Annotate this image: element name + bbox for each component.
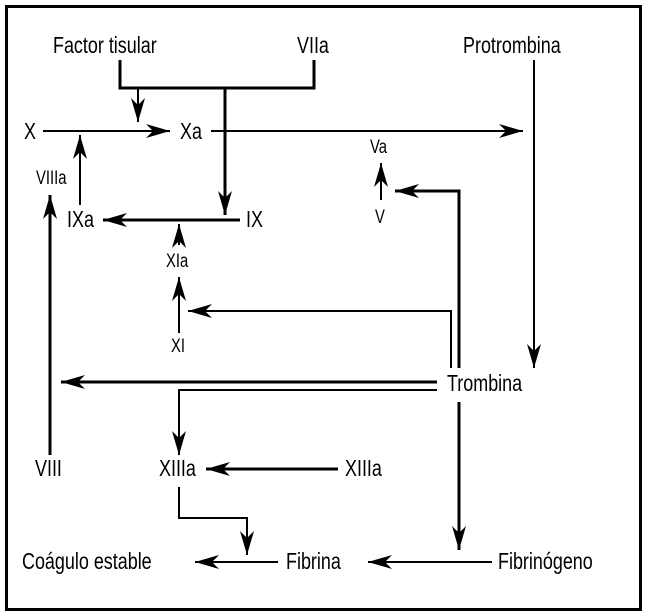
- node-ixa: IXa: [67, 206, 94, 232]
- node-fibrinogeno: Fibrinógeno: [498, 548, 593, 574]
- edge-trombina-to-va: [395, 184, 461, 368]
- node-fibrina: Fibrina: [286, 548, 341, 574]
- edge-trombina-to-xia: [188, 304, 452, 368]
- diagram-frame: [5, 5, 642, 611]
- node-x: X: [24, 118, 36, 144]
- node-xia: XIa: [166, 251, 189, 272]
- node-xi: XI: [171, 336, 186, 357]
- node-xiii: XIIIa: [345, 455, 382, 481]
- node-xiiia: XIIIa: [159, 455, 196, 481]
- node-viiia: VIIIa: [36, 168, 67, 189]
- edge-xiiia-to-coagulo: [178, 487, 254, 555]
- node-v: V: [375, 207, 385, 228]
- node-factor-tisular: Factor tisular: [53, 32, 157, 58]
- node-protrombina: Protrombina: [463, 32, 561, 58]
- node-trombina: Trombina: [447, 370, 523, 396]
- node-ix: IX: [246, 206, 263, 232]
- node-coagulo-estable: Coágulo estable: [22, 548, 152, 574]
- node-viia: VIIa: [297, 32, 329, 58]
- node-va: Va: [370, 137, 388, 158]
- edge-factor-tisular-bracket: [118, 60, 316, 90]
- node-xa: Xa: [180, 118, 202, 144]
- edge-trombina-to-xiiia: [172, 389, 437, 455]
- node-viii: VIII: [35, 455, 62, 481]
